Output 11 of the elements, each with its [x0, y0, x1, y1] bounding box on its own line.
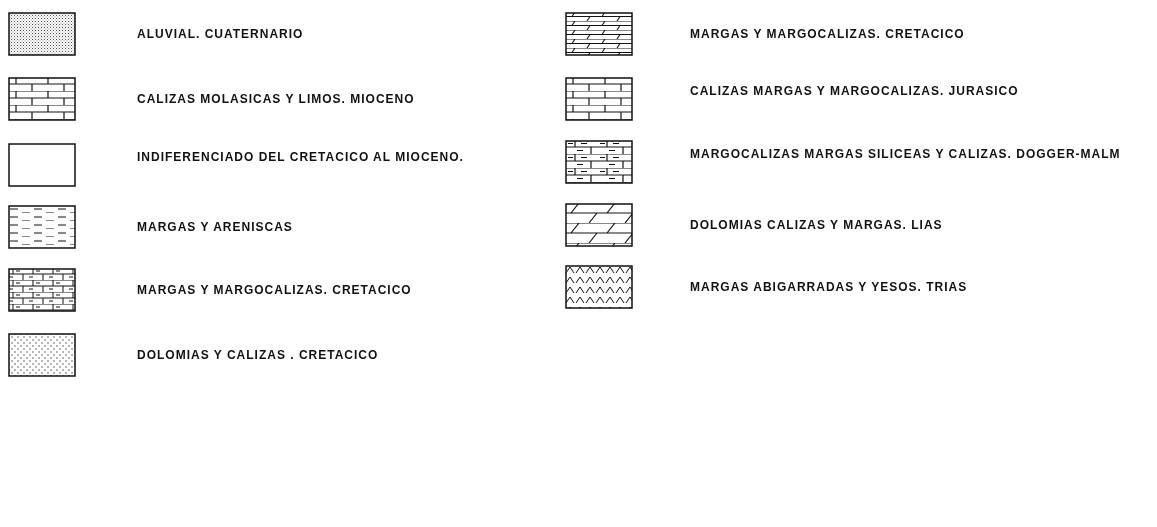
legend-text: MARGOCALIZAS MARGAS SILICEAS Y CALIZAS. DOGGER-MALM	[690, 146, 1121, 163]
legend-text: MARGAS Y MARGOCALIZAS. CRETACICO	[690, 26, 965, 43]
legend-text: ALUVIAL. CUATERNARIO	[137, 26, 304, 43]
legend-text: MARGAS Y ARENISCAS	[137, 219, 293, 236]
legend-text: CALIZAS MARGAS Y MARGOCALIZAS. JURASICO	[690, 83, 1019, 100]
legend-text: INDIFERENCIADO DEL CRETACICO AL MIOCENO.	[137, 149, 464, 166]
legend-text: MARGAS ABIGARRADAS Y YESOS. TRIAS	[690, 279, 968, 296]
legend-text: CALIZAS MOLASICAS Y LIMOS. MIOCENO	[137, 91, 415, 108]
legend-text: DOLOMIAS CALIZAS Y MARGAS. LIAS	[690, 217, 943, 234]
legend-text: DOLOMIAS Y CALIZAS . CRETACICO	[137, 347, 379, 364]
legend-text: MARGAS Y MARGOCALIZAS. CRETACICO	[137, 282, 412, 299]
